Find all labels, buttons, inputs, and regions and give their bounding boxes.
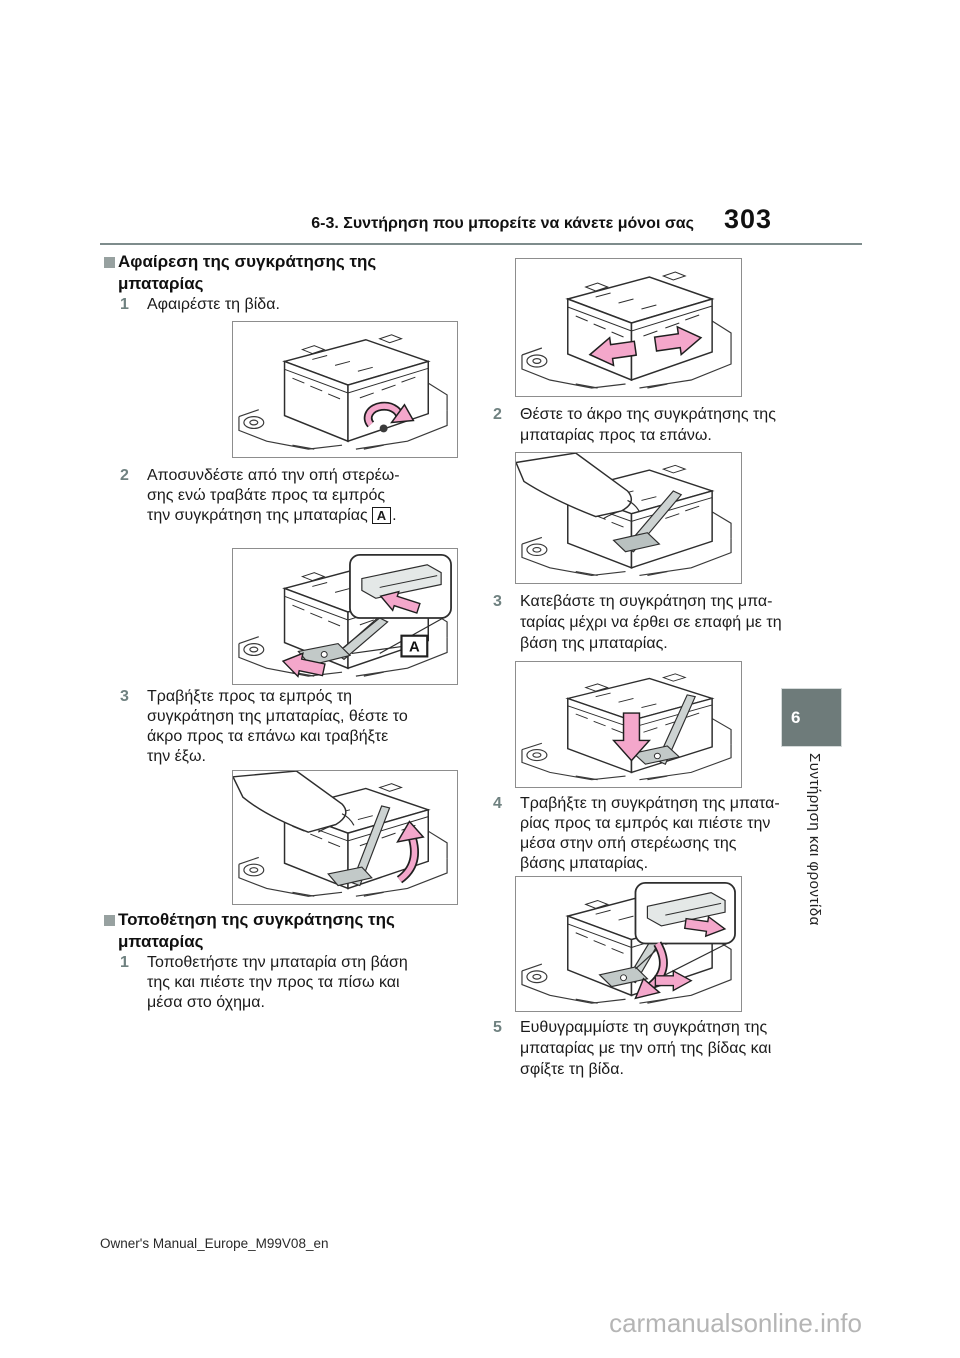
page-header: 6-3. Συντήρηση που μπορείτε να κάνετε μό… (100, 204, 772, 235)
callout-inset (634, 881, 736, 945)
step-number: 3 (493, 593, 502, 610)
screw-icon (379, 424, 388, 433)
step-text: Τραβήξτε προς τα εμπρός τη συγκράτηση τη… (147, 688, 408, 765)
pink-arrow-icon (396, 820, 425, 884)
battery-illustration (521, 271, 732, 389)
bracket-foot (327, 866, 373, 887)
step-number: 1 (120, 296, 129, 313)
pink-arrow-icon (611, 712, 651, 762)
step-number: 3 (120, 688, 129, 705)
figure-hook-bracket (515, 876, 742, 1012)
figure-set-end-up (515, 452, 742, 584)
header-rule (100, 243, 862, 245)
step-text: Τραβήξτε τη συγκράτηση της μπατα- ρίας π… (520, 795, 780, 872)
step-number: 2 (120, 467, 129, 484)
chapter-title-vertical: Συντήρηση και φροντίδα (806, 753, 823, 926)
bracket-foot (612, 532, 661, 553)
page-header-title: 6-3. Συντήρηση που μπορείτε να κάνετε μό… (311, 215, 694, 232)
unscrew-pink-arrow-icon (363, 401, 415, 428)
chapter-tab: 6 (781, 688, 842, 747)
pink-arrow-icon (683, 915, 727, 938)
step-text: Θέστε το άκρο της συγκράτησης της μπαταρ… (520, 406, 776, 444)
label-a-reference: A (371, 507, 392, 524)
installation-step-2: 2 Θέστε το άκρο της συγκράτησης της μπατ… (493, 404, 840, 446)
square-bullet-icon (104, 915, 115, 926)
removal-step-2: 2 Αποσυνδέστε από την οπή στερέω- σης εν… (120, 466, 467, 526)
bracket-foot (632, 745, 681, 765)
callout-leader-line (665, 942, 728, 976)
removal-step-1: 1 Αφαιρέστε τη βίδα. (120, 295, 467, 315)
step-text: Αποσυνδέστε από την οπή στερέω- σης ενώ … (147, 467, 400, 524)
installation-step-1: 1 Τοποθετήστε την μπαταρία στη βάση της … (120, 953, 467, 1013)
pink-arrow-icon (654, 969, 693, 992)
pink-arrow-icon (634, 941, 668, 1000)
pink-arrow-icon (653, 325, 703, 357)
bracket-foot (297, 642, 352, 666)
battery-illustration (238, 334, 448, 450)
chapter-number: 6 (791, 707, 801, 727)
page-number: 303 (723, 204, 772, 234)
figure-remove-screw (232, 321, 458, 458)
step-text: Ευθυγραμμίστε τη συγκράτηση της μπαταρία… (520, 1019, 772, 1078)
step-number: 1 (120, 954, 129, 971)
figure-push-battery (515, 258, 742, 397)
section-heading-text: Αφαίρεση της συγκράτησης της μπαταρίας (118, 252, 377, 293)
step-number: 4 (493, 795, 502, 812)
label-a-box: A (400, 634, 429, 658)
step-number: 5 (493, 1019, 502, 1036)
section-heading-removal: Αφαίρεση της συγκράτησης της μπαταρίας (104, 251, 376, 295)
pink-arrow-icon (588, 336, 638, 367)
installation-step-3: 3 Κατεβάστε τη συγκράτηση της μπα- ταρία… (493, 591, 840, 654)
pink-arrow-icon (281, 652, 326, 678)
watermark-text: carmanualsonline.info (609, 1308, 862, 1338)
svg-text:A: A (409, 640, 420, 656)
step-text-suffix: . (392, 507, 397, 524)
pink-arrow-icon (379, 590, 421, 614)
step-text: Αφαιρέστε τη βίδα. (147, 296, 280, 313)
section-heading-text: Τοποθέτηση της συγκράτησης της μπαταρίας (118, 910, 395, 951)
hand-illustration (233, 771, 355, 833)
hand-illustration (516, 453, 640, 519)
callout-leader-line (343, 617, 379, 648)
bracket-foot (598, 966, 649, 988)
square-bullet-icon (104, 257, 115, 268)
section-heading-installation: Τοποθέτηση της συγκράτησης της μπαταρίας (104, 909, 395, 953)
step-text: Κατεβάστε τη συγκράτηση της μπα- ταρίας … (520, 593, 782, 652)
installation-step-5: 5 Ευθυγραμμίστε τη συγκράτηση της μπαταρ… (493, 1017, 840, 1080)
figure-unhook-bracket: A (232, 548, 458, 685)
label-leader-line (351, 645, 402, 655)
figure-lower-bracket (515, 661, 742, 788)
bracket-rod (351, 805, 391, 887)
callout-inset (349, 554, 452, 619)
step-number: 2 (493, 406, 502, 423)
step-text: Τοποθετήστε την μπαταρία στη βάση της κα… (147, 954, 408, 1011)
figure-pull-out-bracket (232, 770, 458, 905)
removal-step-3: 3 Τραβήξτε προς τα εμπρός τη συγκράτηση … (120, 687, 467, 767)
footer-text: Owner's Manual_Europe_M99V08_en (100, 1236, 329, 1251)
installation-step-4: 4 Τραβήξτε τη συγκράτηση της μπατα- ρίας… (493, 794, 840, 874)
